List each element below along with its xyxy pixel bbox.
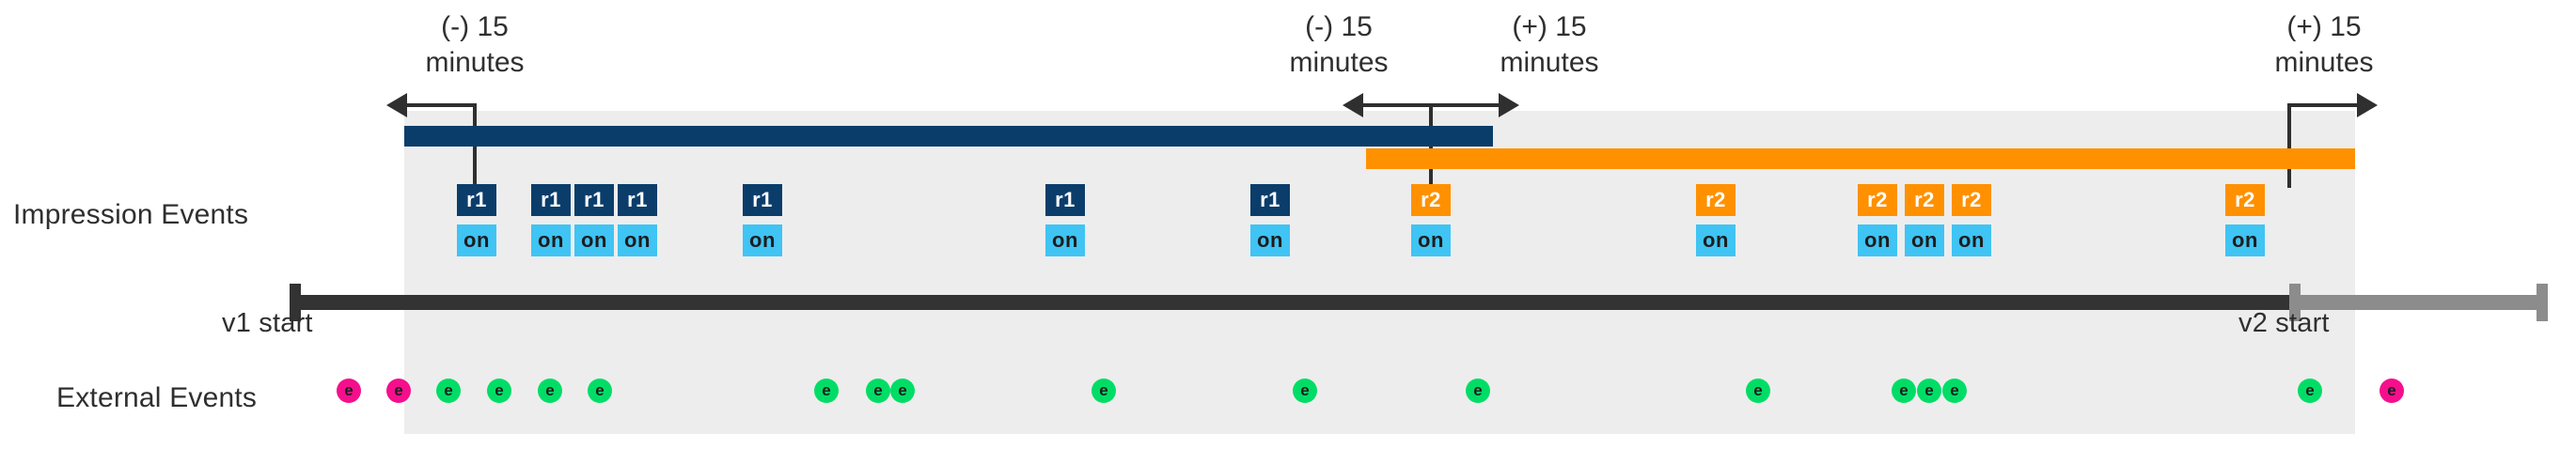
impression-release-badge: r1 bbox=[1250, 184, 1290, 216]
arrow-right-icon bbox=[1499, 93, 1519, 117]
impression-state-badge: on bbox=[1696, 224, 1736, 256]
impression-release-badge: r1 bbox=[574, 184, 614, 216]
callout-arrow-stem-c2 bbox=[1363, 103, 1431, 107]
callout-line-2: minutes bbox=[2274, 47, 2374, 78]
impression-state-badge: on bbox=[531, 224, 571, 256]
axis-segment-v2 bbox=[2289, 295, 2548, 310]
external-event-dot: e bbox=[1892, 379, 1916, 403]
impression-release-badge: r2 bbox=[2225, 184, 2265, 216]
external-event-dot: e bbox=[538, 379, 562, 403]
external-event-dot: e bbox=[487, 379, 511, 403]
impression-release-badge: r1 bbox=[618, 184, 657, 216]
external-event-dot: e bbox=[588, 379, 612, 403]
impression-state-badge: on bbox=[2225, 224, 2265, 256]
external-event-dot: e bbox=[890, 379, 915, 403]
impression-release-badge: r2 bbox=[1952, 184, 1991, 216]
row-label-impression-events: Impression Events bbox=[13, 199, 249, 230]
callout-label-c1: (-) 15 minutes bbox=[371, 9, 578, 81]
arrow-left-icon bbox=[1343, 93, 1363, 117]
impression-release-badge: r1 bbox=[457, 184, 496, 216]
callout-marker-line-c4 bbox=[2287, 103, 2291, 188]
impression-state-badge: on bbox=[457, 224, 496, 256]
impression-state-badge: on bbox=[1045, 224, 1085, 256]
impression-state-badge: on bbox=[574, 224, 614, 256]
axis-cap-v1-start bbox=[290, 284, 301, 321]
impression-release-badge: r1 bbox=[1045, 184, 1085, 216]
callout-line-2: minutes bbox=[1289, 47, 1389, 78]
callout-line-2: minutes bbox=[425, 47, 525, 78]
callout-arrow-stem-c4 bbox=[2289, 103, 2357, 107]
external-event-dot: e bbox=[1942, 379, 1967, 403]
callout-arrow-stem-c3 bbox=[1431, 103, 1499, 107]
callout-label-c3: (+) 15 minutes bbox=[1446, 9, 1653, 81]
external-event-dot: e bbox=[436, 379, 461, 403]
axis-cap-end bbox=[2537, 284, 2548, 321]
callout-line-2: minutes bbox=[1500, 47, 1599, 78]
external-event-dot: e bbox=[1092, 379, 1116, 403]
span-bar-v1 bbox=[404, 126, 1493, 147]
impression-release-badge: r2 bbox=[1905, 184, 1944, 216]
callout-line-1: (+) 15 bbox=[2286, 11, 2362, 42]
external-event-dot: e bbox=[1917, 379, 1941, 403]
span-bar-v2 bbox=[1366, 148, 2355, 169]
impression-state-badge: on bbox=[618, 224, 657, 256]
external-event-dot: e bbox=[1746, 379, 1770, 403]
impression-state-badge: on bbox=[743, 224, 782, 256]
callout-line-1: (-) 15 bbox=[441, 11, 509, 42]
callout-label-c2: (-) 15 minutes bbox=[1235, 9, 1442, 81]
impression-state-badge: on bbox=[1858, 224, 1897, 256]
external-event-dot: e bbox=[1293, 379, 1317, 403]
callout-arrow-stem-c1 bbox=[407, 103, 475, 107]
impression-state-badge: on bbox=[1411, 224, 1451, 256]
external-event-dot: e bbox=[2380, 379, 2404, 403]
external-event-dot: e bbox=[2298, 379, 2322, 403]
axis-segment-v1 bbox=[290, 295, 2289, 310]
arrow-left-icon bbox=[386, 93, 407, 117]
external-event-dot: e bbox=[866, 379, 890, 403]
impression-release-badge: r1 bbox=[743, 184, 782, 216]
row-label-external-events: External Events bbox=[56, 382, 258, 413]
arrow-right-icon bbox=[2357, 93, 2378, 117]
external-event-dot: e bbox=[337, 379, 361, 403]
impression-state-badge: on bbox=[1905, 224, 1944, 256]
callout-line-1: (+) 15 bbox=[1512, 11, 1587, 42]
callout-label-c4: (+) 15 minutes bbox=[2221, 9, 2427, 81]
impression-release-badge: r1 bbox=[531, 184, 571, 216]
impression-release-badge: r2 bbox=[1696, 184, 1736, 216]
impression-state-badge: on bbox=[1250, 224, 1290, 256]
axis-label-v2-start: v2 start bbox=[2238, 308, 2330, 338]
callout-line-1: (-) 15 bbox=[1305, 11, 1373, 42]
impression-release-badge: r2 bbox=[1858, 184, 1897, 216]
impression-release-badge: r2 bbox=[1411, 184, 1451, 216]
axis-cap-v2-start bbox=[2289, 284, 2301, 321]
external-event-dot: e bbox=[1466, 379, 1490, 403]
external-event-dot: e bbox=[814, 379, 839, 403]
axis-label-v1-start: v1 start bbox=[222, 308, 313, 338]
external-event-dot: e bbox=[386, 379, 411, 403]
impression-state-badge: on bbox=[1952, 224, 1991, 256]
